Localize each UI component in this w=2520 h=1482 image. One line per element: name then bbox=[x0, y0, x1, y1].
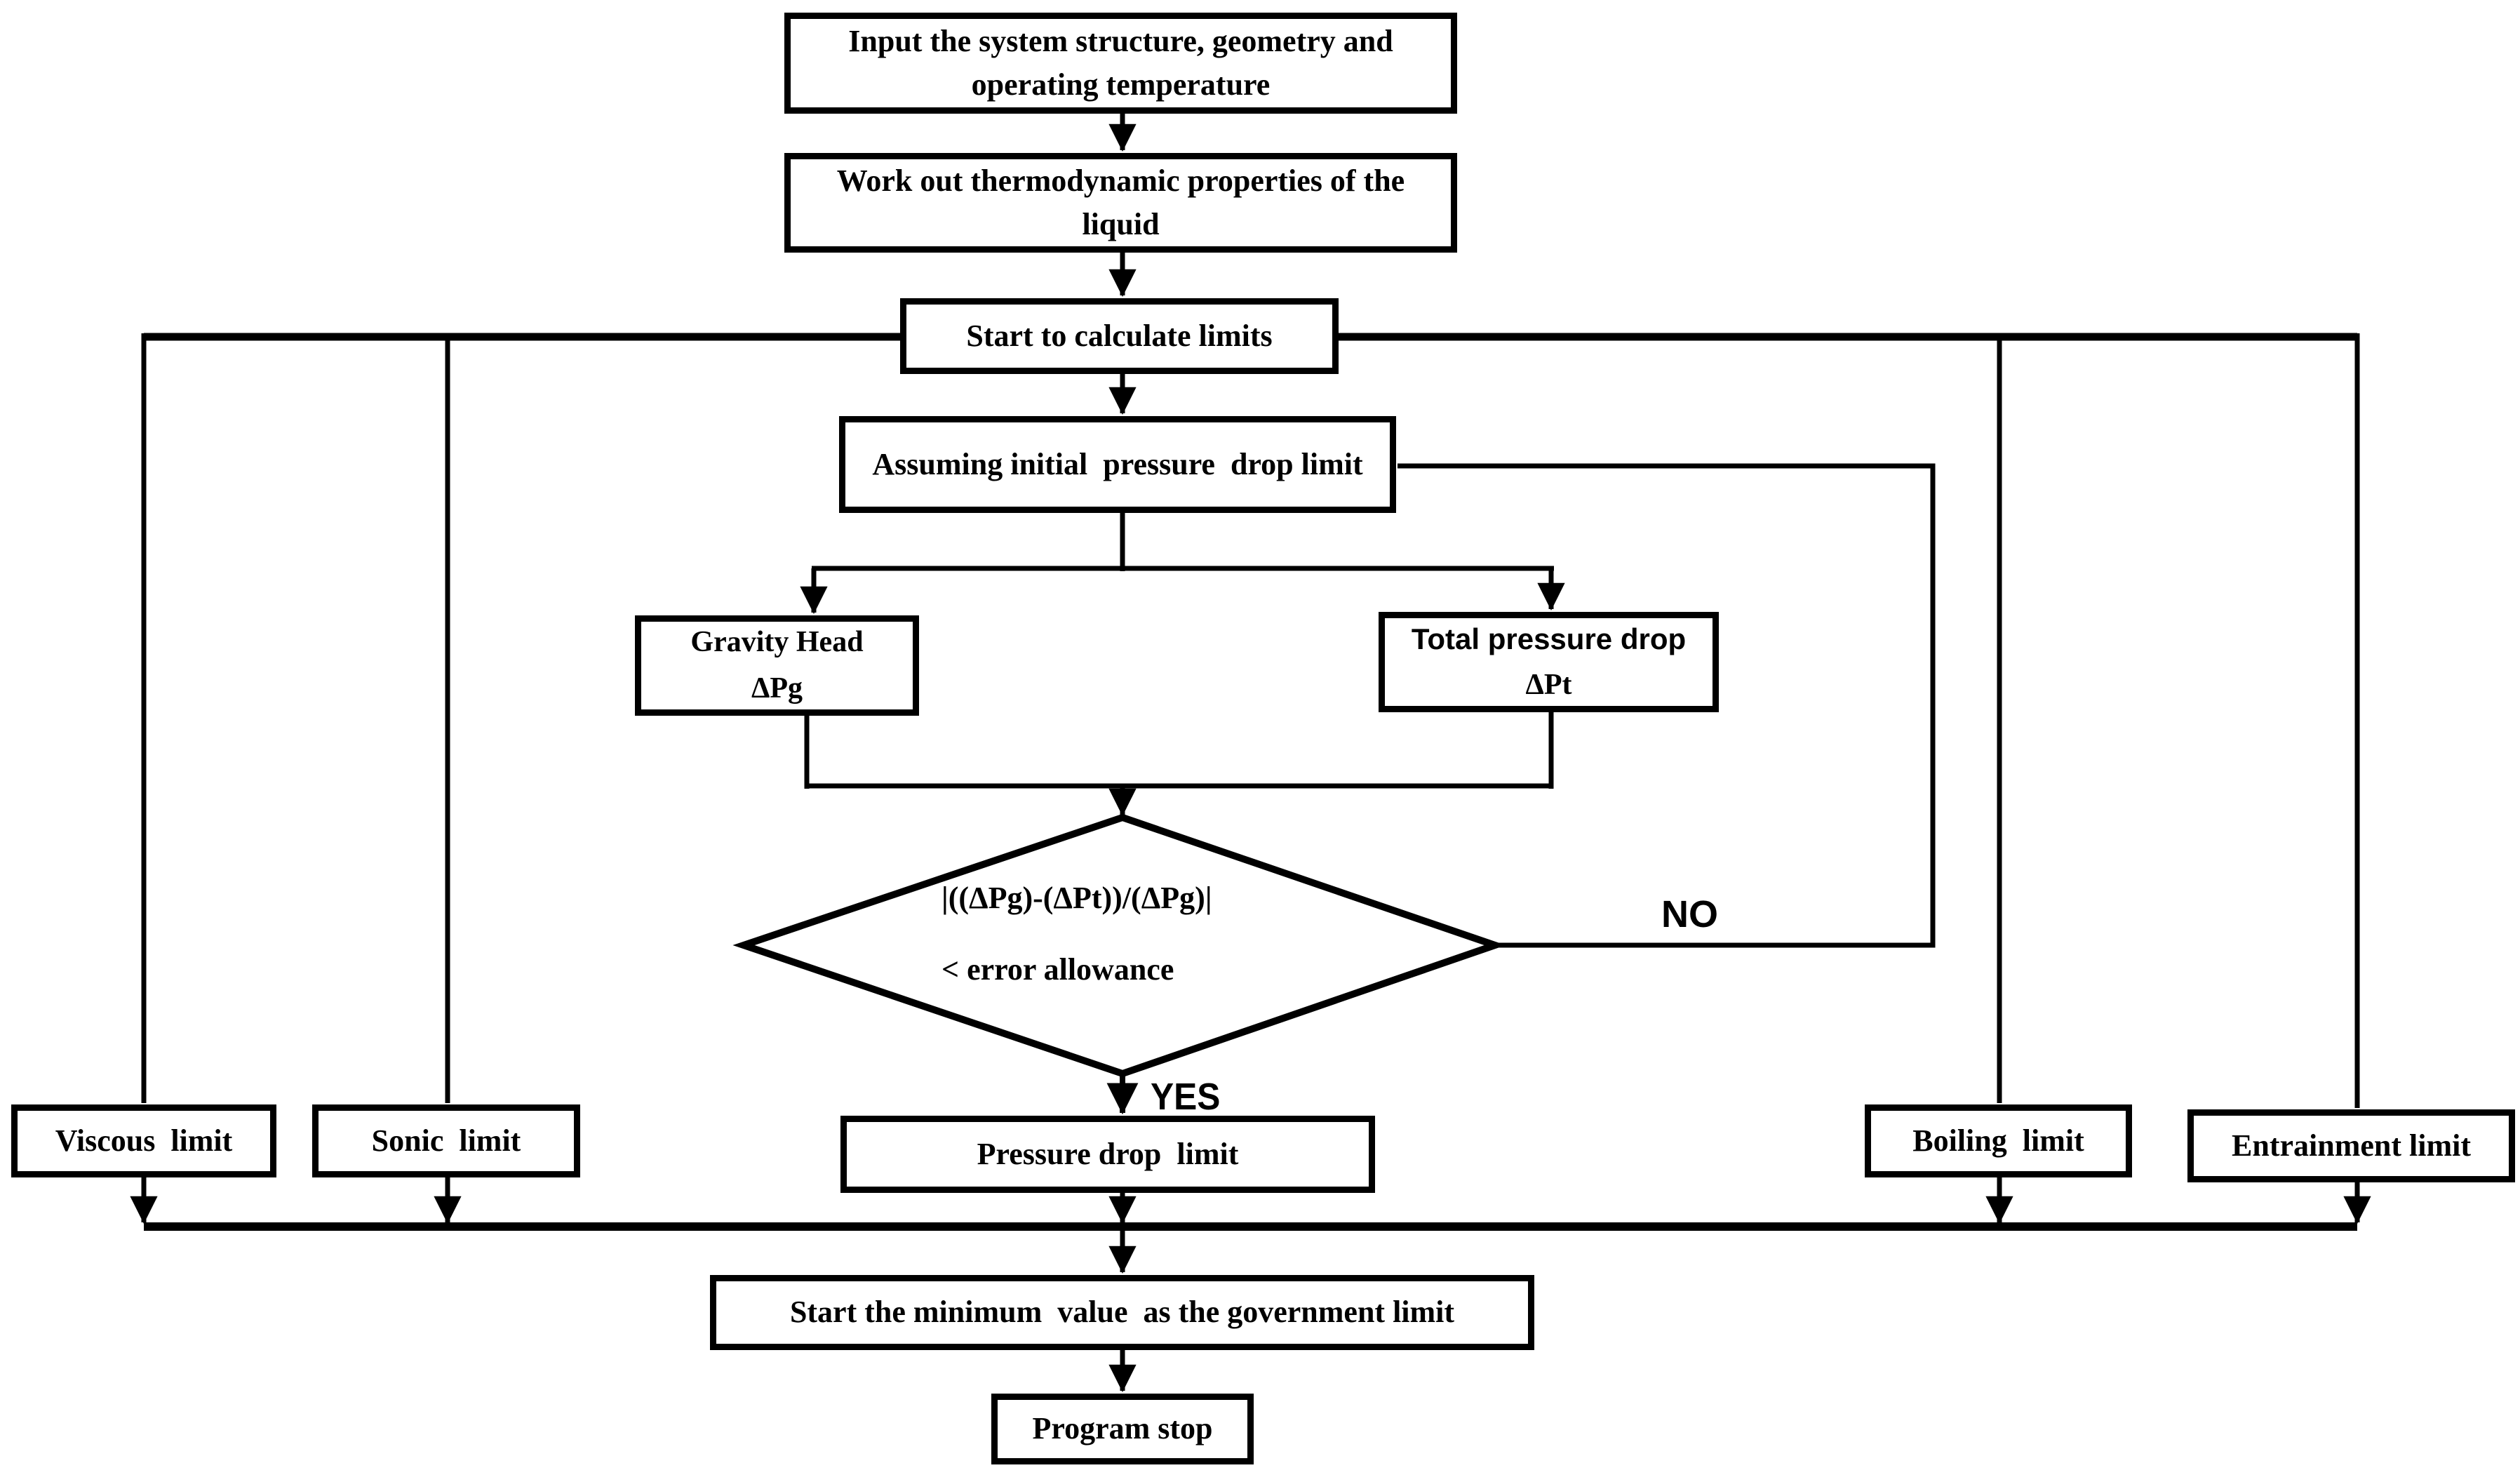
decision-condition: < error allowance bbox=[941, 952, 1174, 987]
node-program-stop: Program stop bbox=[991, 1394, 1254, 1464]
yes-branch-label: YES bbox=[1151, 1076, 1221, 1118]
decision-formula: |((ΔPg)-(ΔPt))/(ΔPg)| bbox=[941, 881, 1212, 915]
node-input-system: Input the system structure, geometry and… bbox=[784, 13, 1457, 114]
node-pressure-drop-limit: Pressure drop limit bbox=[840, 1116, 1375, 1193]
total-pressure-drop-label: Total pressure drop bbox=[1411, 622, 1687, 656]
node-error-allowance-decision: |((ΔPg)-(ΔPt))/(ΔPg)| < error allowance bbox=[941, 883, 1376, 985]
node-minimum-governing-limit: Start the minimum value as the governmen… bbox=[710, 1275, 1534, 1350]
total-pressure-drop-symbol: ΔPt bbox=[1525, 668, 1572, 701]
node-boiling-limit: Boiling limit bbox=[1865, 1104, 2132, 1177]
node-sonic-limit: Sonic limit bbox=[312, 1104, 580, 1177]
node-assume-pressure-drop-limit: Assuming initial pressure drop limit bbox=[839, 416, 1396, 513]
node-gravity-head: Gravity Head ΔPg bbox=[635, 615, 919, 716]
node-thermodynamic-properties: Work out thermodynamic properties of the… bbox=[784, 153, 1457, 253]
node-start-calculate-limits: Start to calculate limits bbox=[900, 298, 1339, 374]
node-viscous-limit: Viscous limit bbox=[11, 1104, 276, 1177]
gravity-head-label: Gravity Head bbox=[690, 626, 864, 659]
node-total-pressure-drop: Total pressure drop ΔPt bbox=[1379, 612, 1719, 712]
no-branch-label: NO bbox=[1661, 893, 1718, 935]
node-entrainment-limit: Entrainment limit bbox=[2187, 1109, 2515, 1182]
gravity-head-symbol: ΔPg bbox=[751, 672, 803, 705]
